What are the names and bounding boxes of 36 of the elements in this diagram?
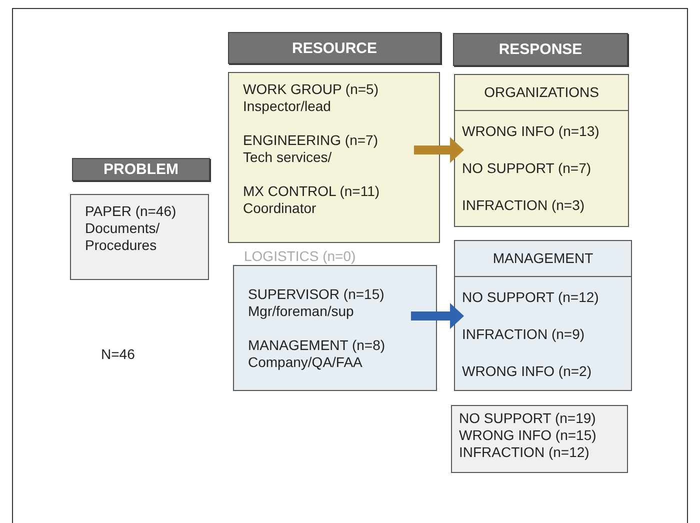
item-title: ENGINEERING (n=7): [243, 132, 379, 149]
list-item: WRONG INFO (n=2): [461, 362, 593, 380]
item-detail: Company/QA/FAA: [248, 354, 364, 371]
item-detail: Mgr/foreman/sup: [248, 303, 355, 320]
box-heading: MANAGEMENT: [455, 241, 631, 277]
list-item: WRONG INFO (n=13): [461, 122, 600, 140]
item-title: PAPER (n=46): [85, 203, 178, 220]
item-detail: Coordinator: [243, 200, 318, 217]
item-title: SUPERVISOR (n=15): [248, 286, 386, 303]
item-detail: Tech services/: [243, 149, 333, 166]
item-title: MX CONTROL (n=11): [243, 183, 381, 200]
list-item: INFRACTION (n=9): [461, 325, 586, 343]
item-detail: Documents/ Procedures: [85, 220, 161, 254]
item-title: WORK GROUP (n=5): [243, 81, 380, 98]
list-item: NO SUPPORT (n=7): [461, 159, 592, 177]
box-heading: ORGANIZATIONS: [455, 75, 628, 111]
response-box: [454, 240, 632, 391]
block-arrow: [411, 303, 464, 329]
block-arrow: [414, 137, 464, 163]
problem-box: [70, 194, 209, 280]
resource-box: [228, 72, 440, 243]
header-bar: RESOURCE: [228, 32, 441, 64]
list-item: NO SUPPORT (n=12): [461, 288, 600, 306]
total-count: N=46: [101, 346, 135, 362]
list-item: WRONG INFO (n=15): [459, 427, 598, 444]
response-box: [454, 74, 629, 227]
resource-box: [233, 265, 437, 391]
item-detail: Inspector/lead: [243, 98, 332, 115]
header-bar: PROBLEM: [72, 158, 210, 181]
list-item: INFRACTION (n=12): [459, 444, 590, 461]
list-item: INFRACTION (n=3): [461, 196, 586, 214]
list-item: NO SUPPORT (n=19): [459, 410, 597, 427]
summary-box: [451, 405, 628, 473]
header-bar: RESPONSE: [453, 33, 628, 66]
item-title: MANAGEMENT (n=8): [248, 337, 386, 354]
category-label: LOGISTICS (n=0): [244, 248, 356, 264]
